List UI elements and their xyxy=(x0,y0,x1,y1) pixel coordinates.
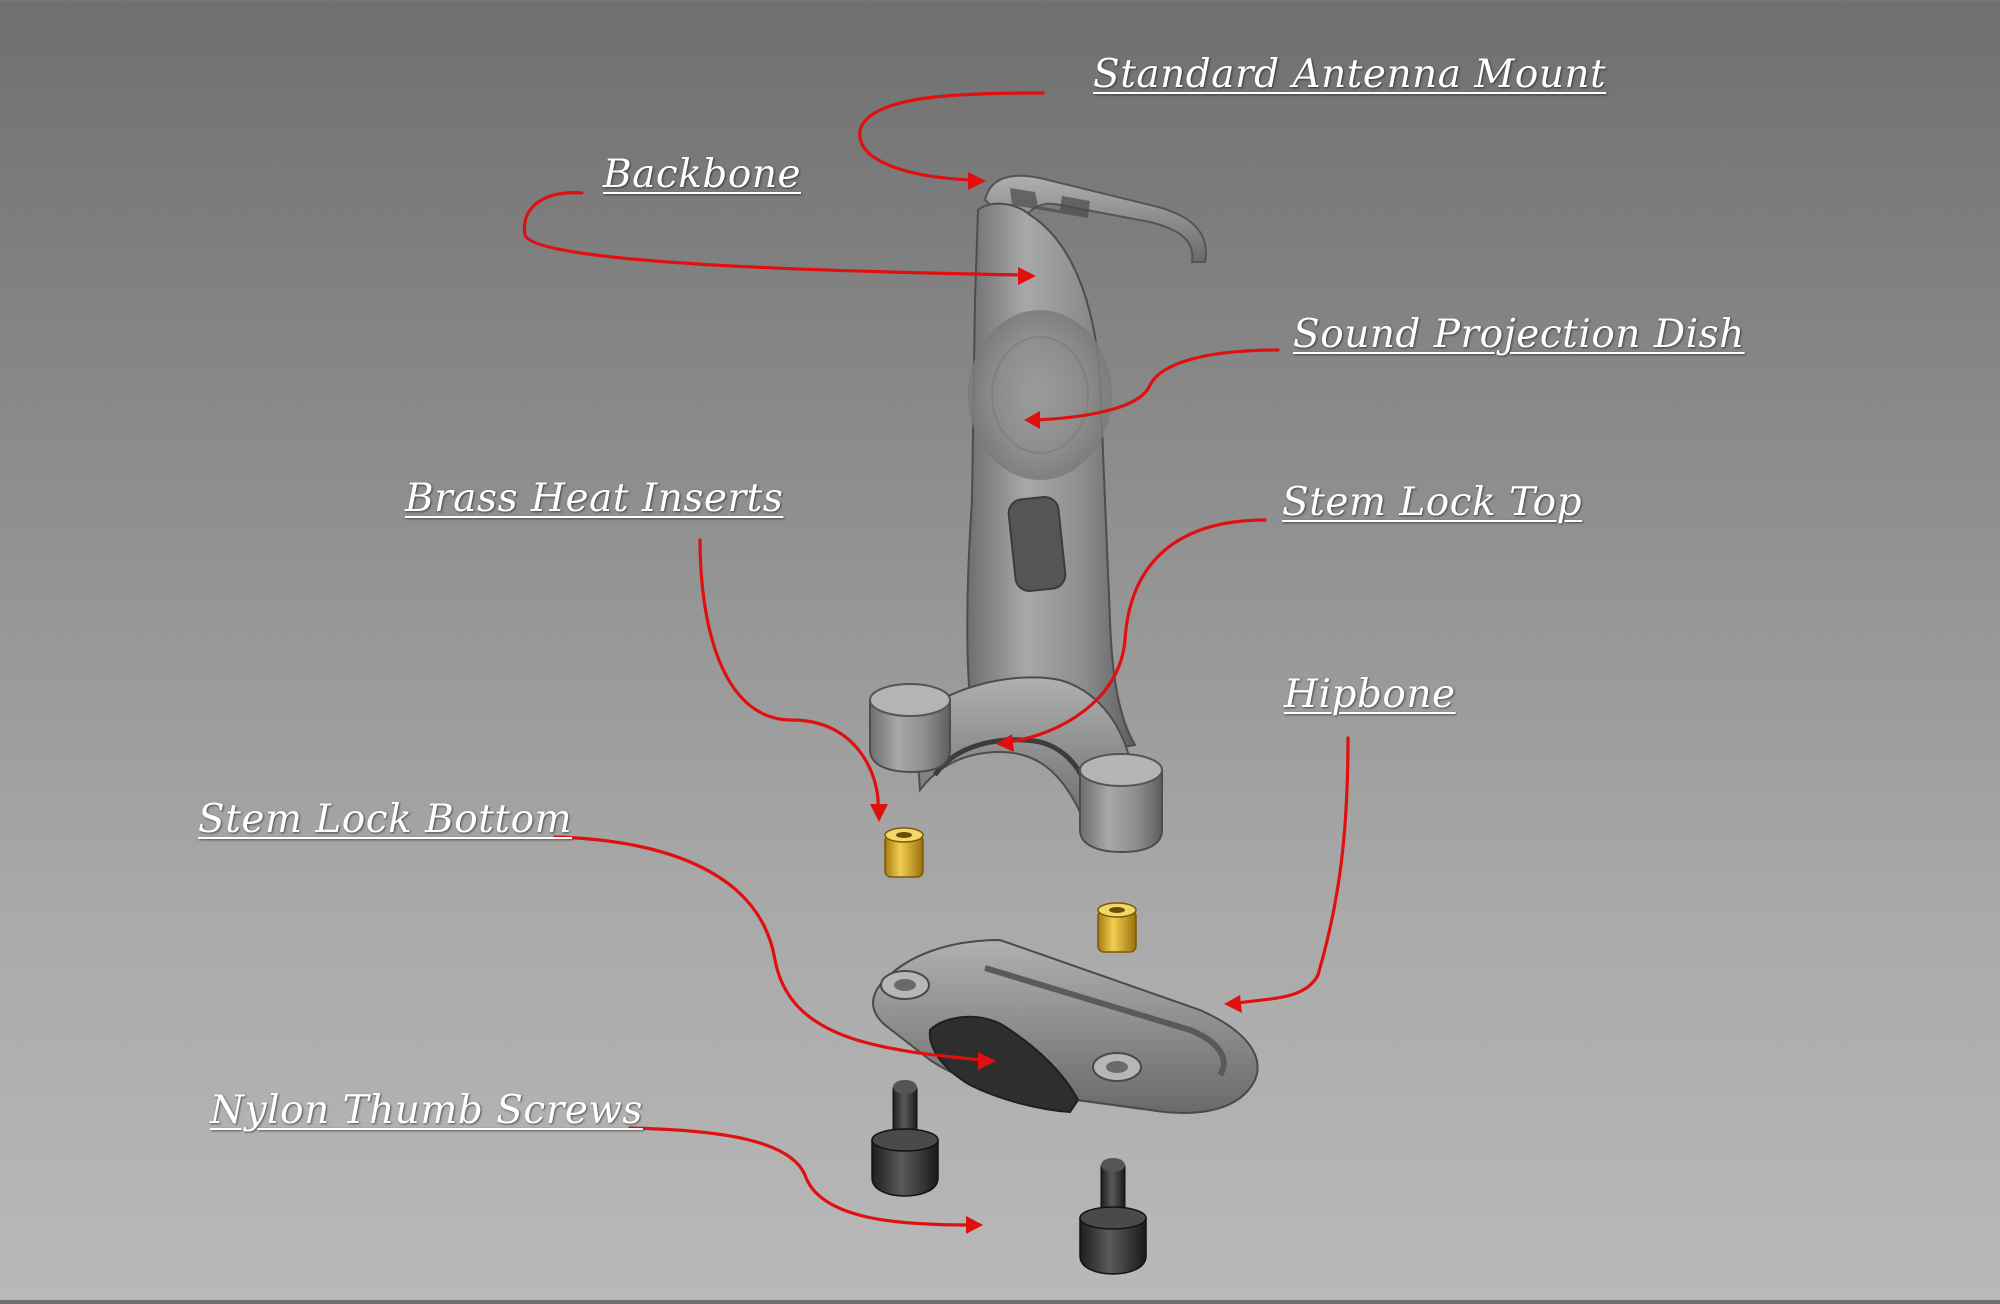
stem-lock-bottom-part xyxy=(928,1015,1080,1114)
leader-stem-lock-top xyxy=(1006,518,1267,744)
thumb-screw-left xyxy=(871,1080,939,1197)
leader-stem-lock-bottom xyxy=(553,835,984,1062)
left-boss xyxy=(869,699,951,774)
antenna-mount-slot xyxy=(1010,188,1090,218)
hipbone-part xyxy=(872,938,1259,1114)
right-boss xyxy=(1079,769,1163,854)
backbone-window xyxy=(1007,496,1067,592)
leader-thumb-screws xyxy=(628,1126,970,1227)
label-stem-lock-top: Stem Lock Top xyxy=(1282,480,1583,525)
label-sound-projection-dish: Sound Projection Dish xyxy=(1293,312,1745,357)
brass-insert-left xyxy=(884,827,924,878)
hipbone-groove xyxy=(984,965,1227,1077)
arrowhead-backbone xyxy=(1018,267,1036,285)
leader-dish xyxy=(1033,348,1280,422)
label-antenna-mount: Standard Antenna Mount xyxy=(1093,52,1607,97)
antenna-mount-hook xyxy=(983,174,1207,263)
sound-projection-dish xyxy=(968,310,1112,480)
brass-insert-right xyxy=(1097,902,1137,953)
label-nylon-thumb-screws: Nylon Thumb Screws xyxy=(210,1088,643,1133)
arrowhead-thumb-screws xyxy=(966,1216,983,1234)
dish-ring xyxy=(991,336,1089,454)
right-boss-top xyxy=(1079,753,1163,787)
leader-lines xyxy=(522,91,1350,1234)
label-stem-lock-bottom: Stem Lock Bottom xyxy=(198,797,573,842)
arrowhead-dish xyxy=(1024,411,1040,429)
label-brass-heat-inserts: Brass Heat Inserts xyxy=(405,476,784,521)
backbone-part xyxy=(869,174,1207,854)
leader-brass xyxy=(698,538,880,810)
arrowhead-brass xyxy=(870,804,888,822)
arrowhead-stem-lock-bottom xyxy=(978,1052,996,1070)
leader-antenna-mount xyxy=(858,91,1045,182)
thumb-screw-right xyxy=(1079,1158,1147,1275)
arrowhead-stem-lock-top xyxy=(996,734,1014,752)
arrowhead-antenna-mount xyxy=(968,172,986,190)
leader-backbone xyxy=(522,191,1024,277)
label-hipbone: Hipbone xyxy=(1284,672,1456,717)
left-boss-top xyxy=(869,683,951,717)
label-backbone: Backbone xyxy=(603,152,802,197)
arrowhead-hipbone xyxy=(1224,995,1242,1013)
leader-hipbone xyxy=(1236,736,1350,1005)
